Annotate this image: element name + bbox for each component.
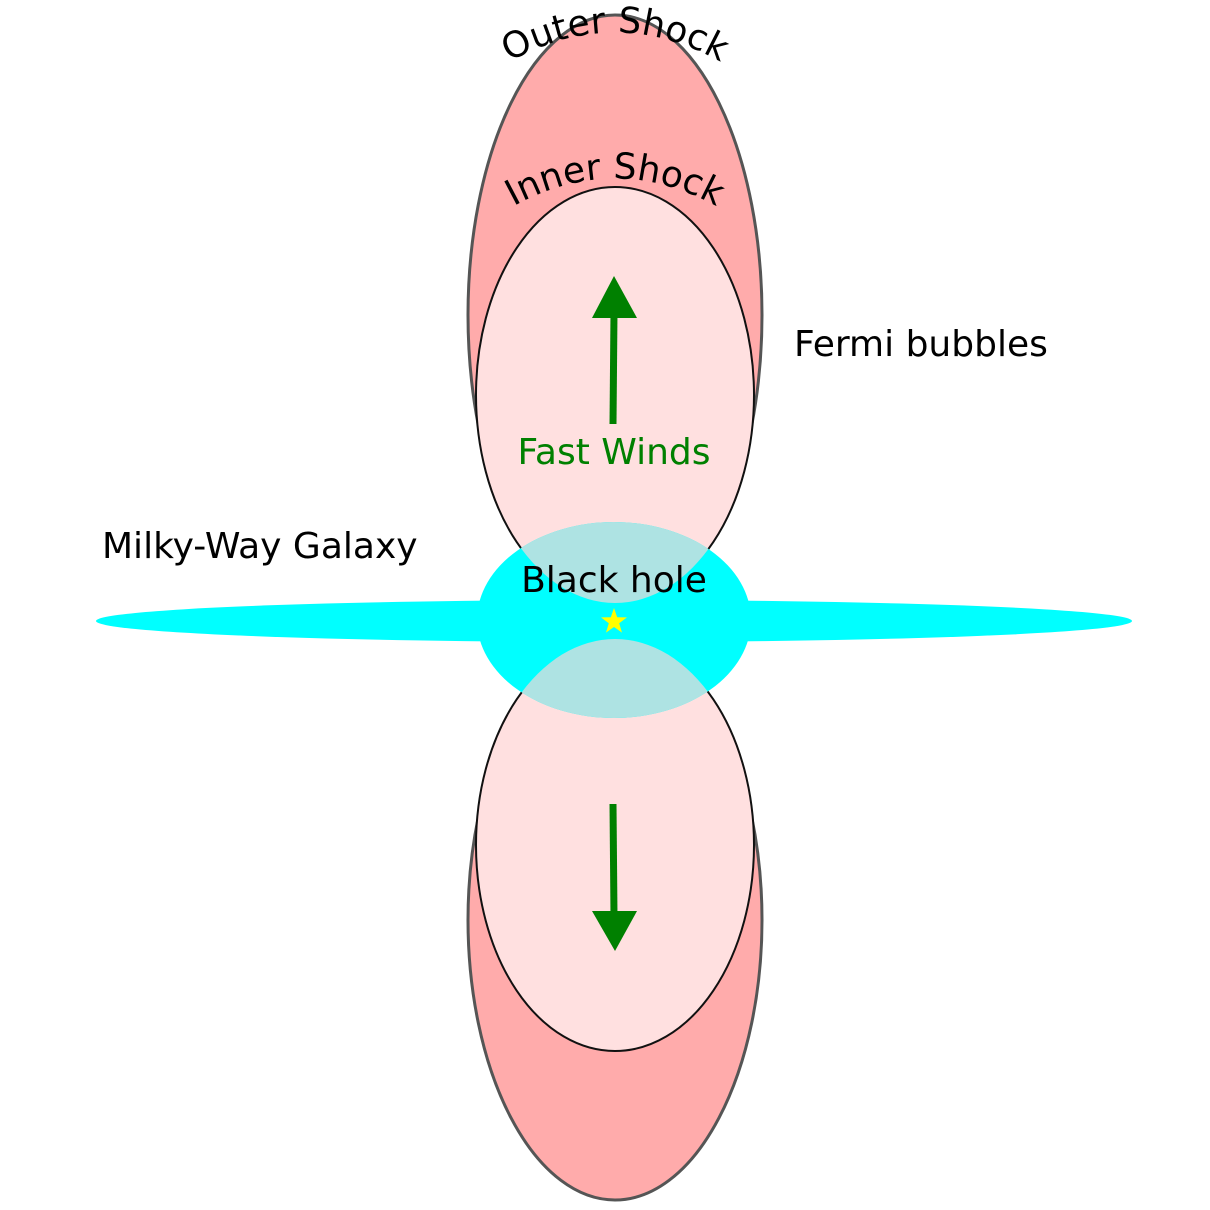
fermi-bubbles-label: Fermi bubbles: [794, 324, 1048, 365]
arrow-up-icon: [592, 276, 637, 425]
star-icon: [601, 608, 627, 633]
milky-way-label: Milky-Way Galaxy: [102, 526, 418, 567]
arrow-down-icon: [592, 803, 637, 951]
fast-winds-label: Fast Winds: [517, 432, 710, 473]
black-hole-label: Black hole: [521, 560, 707, 601]
